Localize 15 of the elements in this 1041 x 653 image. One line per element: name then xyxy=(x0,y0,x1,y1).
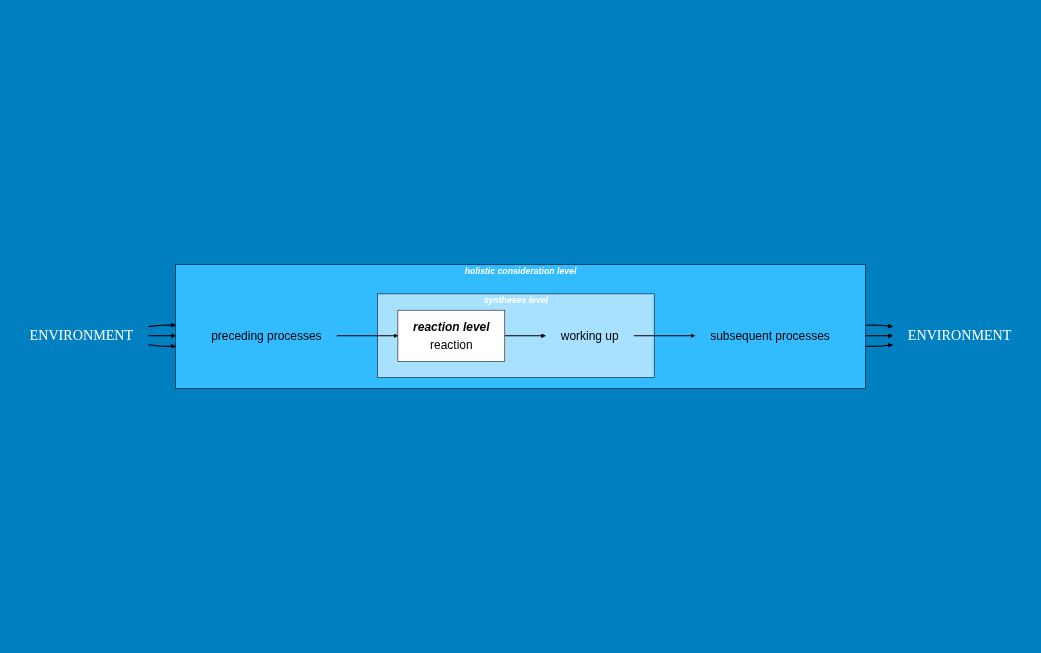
arrow xyxy=(633,333,696,339)
arrow xyxy=(504,333,546,339)
arrow xyxy=(336,333,399,339)
arrow xyxy=(864,343,893,348)
arrow xyxy=(147,333,176,339)
node-box: reaction level reaction xyxy=(397,309,506,362)
node-text: ENVIRONMENT xyxy=(29,327,134,344)
node-text: subsequent processes xyxy=(710,328,830,343)
node-text: ENVIRONMENT xyxy=(907,327,1012,344)
arrow xyxy=(147,343,176,349)
arrow xyxy=(147,322,176,328)
node-text: working up xyxy=(560,328,619,343)
arrow xyxy=(864,323,893,329)
arrow xyxy=(864,333,893,339)
node-text: preceding processes xyxy=(211,328,322,343)
